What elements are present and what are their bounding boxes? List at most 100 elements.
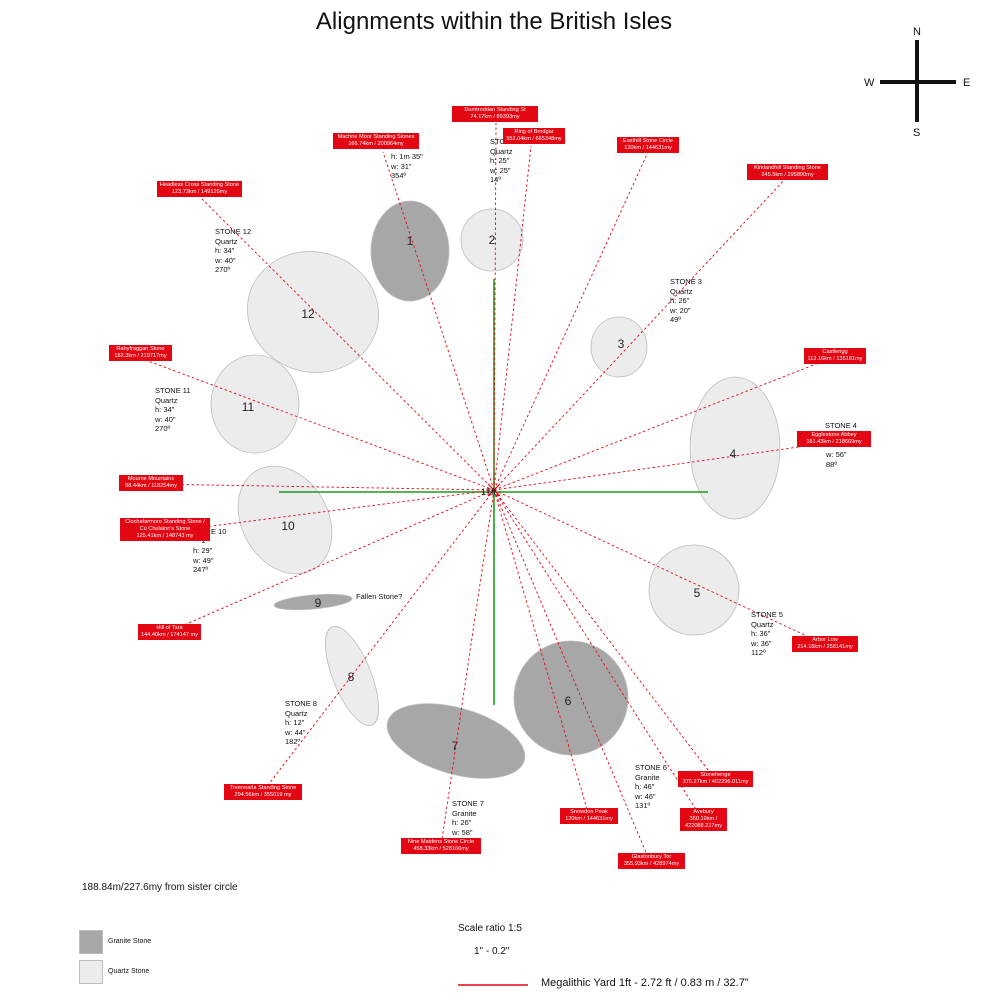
site-tag-ninemaidens: Nine Maidens Stone Circle 458.33km / 528… [401,838,481,854]
site-tag-castlerigg: Castlerigg 112.16km / 135181my [804,348,866,364]
site-tag-distance: 123.73km / 149126my [171,189,228,195]
stone-1-shape [370,200,450,302]
site-tag-name: Treenearla Standing Stone [229,785,297,791]
stone-10-info-top: E 10 [211,527,226,537]
site-tag-distance: 74.17km / 89393my [470,114,520,120]
alignment-line-hilloftara [167,489,495,633]
stone-11-info-line: Quartz [155,395,178,405]
site-tag-distance: 214.18km / 258141my [797,644,853,650]
site-tag-name: Arbor Low [812,637,838,643]
site-tag-distance: 552.04km / 665348my [506,136,562,142]
fallen-stone-label: Fallen Stone? [356,592,403,601]
stone-5-info-line: 112º [751,648,766,658]
stone-4-number: 4 [730,447,737,461]
stone-4-heading: STONE 4 [825,421,857,431]
stone-6-info: STONE 6 Granite h: 46" w: 46" 131º [635,763,667,811]
legend-quartz-label: Quartz Stone [108,968,150,975]
stone-4-info-line: STONE 4 [825,421,857,430]
site-tag-name: Glastonbury Tor [631,854,672,860]
stone-5-info-line: w: 36" [751,638,772,648]
stone-2-info-line: 14º [490,175,502,185]
site-tag-name: Clochafarmore Standing Stone / [125,519,205,525]
compass-south-label: S [913,127,920,139]
stone-1-info: h: 1m 35" w: 31" 354º [391,152,423,181]
site-tag-avebury: Avebury 350.19km / 422088.217my [680,808,727,831]
stone-9-shape [273,593,353,611]
legend-granite-label: Granite Stone [108,938,152,945]
stone-8-info-line: w: 44" [285,727,306,737]
legend-granite-swatch [79,930,103,954]
stone-7-number: 7 [452,739,459,753]
stones-layer [210,200,781,779]
site-tag-name: Dumtroddan Standing St [464,107,526,113]
site-tag-dumtroddan: Dumtroddan Standing St 74.17km / 89393my [452,106,538,122]
site-tag-distance: 112.16km / 135181my [807,356,863,362]
site-tag-name: Kirklandhill Standing Stone [754,165,821,171]
stone-7-info-line: Granite [452,808,477,818]
site-tag-hilloftara: Hill of Tara 144.40km / 174147 my [138,624,201,640]
center-label: 17ft [481,487,497,497]
megalithic-yard-label: Megalithic Yard 1ft - 2.72 ft / 0.83 m /… [541,977,749,989]
site-tag-name: Stonehenge [700,772,731,778]
site-tag-name: Ring of Brodgar [514,129,554,135]
stone-5-info: STONE 5 Quartz h: 36" w: 36" 112º [751,610,783,658]
site-tag-distance: 182.3km / 219717my [114,353,167,359]
page-title: Alignments within the British Isles [315,8,673,35]
alignment-line-mourne [151,483,495,491]
alignment-line-arborlow [493,489,827,646]
stone-4-shape [689,376,781,520]
site-tag-treenearla: Treenearla Standing Stone 294.56km / 355… [224,784,302,800]
stone-5-number: 5 [694,586,701,600]
stone-5-info-line: STONE 5 [751,610,783,619]
site-tag-distance: 458.33km / 528166my [413,846,469,852]
stone-6-info-line: Granite [635,772,660,782]
stone-10-info-line: 247º [193,565,209,575]
site-tag-name: Hill of Tara [156,625,183,631]
scale-ratio: Scale ratio 1:5 [458,923,522,934]
stone-6-info-line: 131º [635,801,651,811]
site-tag-distance: 181.43km / 218669my [806,439,862,445]
site-tag-distance: 245.5km / 295890my [761,172,814,178]
alignment-line-rahyfraggan [139,357,495,491]
stone-6-number: 6 [565,694,572,708]
stone-9-number: 9 [315,596,322,610]
site-tag-distance: 350.19km / [689,816,718,822]
stone-2-info-line: h: 25" [490,156,510,166]
site-tag-distance: 166.74km / 200964my [348,141,404,147]
stone-3-info-line: h: 26" [670,296,690,306]
site-tag-subname: Cú Chulainn's Stone [139,526,191,532]
stone-12-info-line: STONE 12 [215,227,252,236]
site-tag-name: Avebury [693,809,714,815]
alignment-line-brodgar [493,145,532,491]
site-tag-name: Castlerigg [822,349,848,355]
stone-7-info: STONE 7 Granite h: 26" w: 58" [452,799,484,837]
stone-3-shape [590,316,648,378]
stone-10-info-line: E 10 [211,527,227,536]
alignment-line-stonehenge [493,489,716,780]
stone-11-info-line: h: 34" [155,405,175,415]
center-cross-b [487,483,501,497]
megalithic-yard-line [458,984,528,986]
site-tag-stonehenge: Stonehenge 370.27km / 402296.011my [678,771,753,787]
stone-6-info-line: h: 46" [635,782,655,792]
site-tag-distance: 370.27km / 402296.011my [682,779,749,785]
compass-rose: N S E W [864,26,970,139]
stone-3-info-line: Quartz [670,286,693,296]
site-tag-name: Rahyfraggan Stone [116,346,165,352]
stone-8-info-line: h: 12" [285,718,305,728]
site-tag-distance: 294.56km / 355019 my [234,792,292,798]
compass-north-label: N [913,26,921,38]
stone-2-shape [460,208,524,272]
compass-east-label: E [963,77,970,89]
site-tag-distance: 98.44km / 118254my [125,483,177,489]
stone-4-info: w: 56" 88º [826,450,847,469]
site-tag-distance: 125.41km / 148743 my [136,533,194,539]
stone-5-shape [648,544,740,636]
compass-west-label: W [864,77,875,89]
site-tag-distance: 422088.217my [684,823,722,829]
alignment-line-dumtroddan [493,122,497,491]
site-tag-mourne: Mourne Mountains 98.44km / 118254my [119,475,183,491]
site-tag-distance: 355.93km / 428974my [623,861,680,867]
stone-7-shape [386,703,526,779]
